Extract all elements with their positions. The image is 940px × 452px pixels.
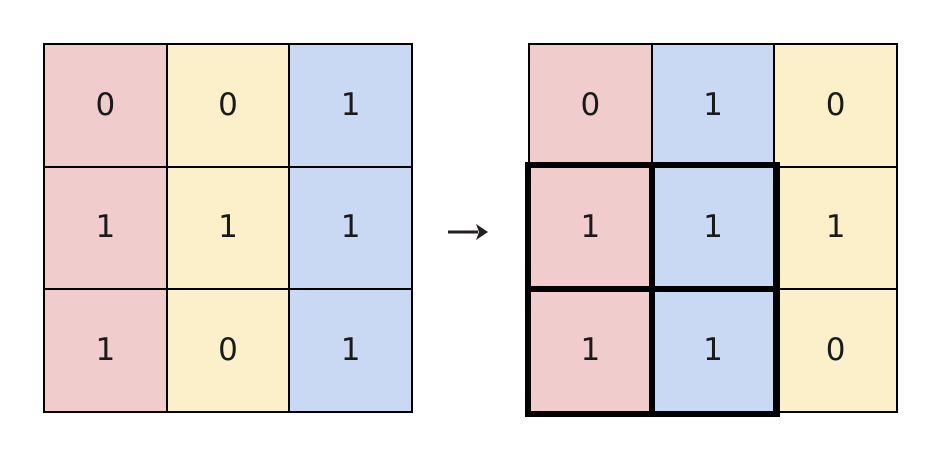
right-arrow-icon — [440, 208, 496, 256]
input-matrix-grid: 0 0 1 1 1 1 1 0 1 — [43, 43, 413, 413]
output-cell-r1c3[interactable]: 0 — [775, 45, 896, 166]
output-cell-r3c3[interactable]: 0 — [775, 290, 896, 411]
input-cell-r3c3[interactable]: 1 — [290, 290, 411, 411]
output-cell-r2c3[interactable]: 1 — [775, 167, 896, 289]
input-cell-r2c3[interactable]: 1 — [290, 167, 411, 289]
input-cell-r1c2[interactable]: 0 — [167, 45, 289, 166]
output-cell-r1c2[interactable]: 1 — [652, 45, 774, 166]
output-cell-r3c1[interactable]: 1 — [530, 290, 651, 411]
output-cell-r1c1[interactable]: 0 — [530, 45, 651, 166]
input-cell-r3c2[interactable]: 0 — [167, 290, 289, 411]
input-cell-r1c1[interactable]: 0 — [45, 45, 166, 166]
input-cell-r2c2[interactable]: 1 — [167, 167, 289, 289]
input-cell-r2c1[interactable]: 1 — [45, 167, 166, 289]
output-cell-r2c2[interactable]: 1 — [652, 167, 774, 289]
input-cell-r3c1[interactable]: 1 — [45, 290, 166, 411]
output-matrix-grid: 0 1 0 1 1 1 1 1 0 — [528, 43, 898, 413]
input-cell-r1c3[interactable]: 1 — [290, 45, 411, 166]
output-cell-r3c2[interactable]: 1 — [652, 290, 774, 411]
output-cell-r2c1[interactable]: 1 — [530, 167, 651, 289]
